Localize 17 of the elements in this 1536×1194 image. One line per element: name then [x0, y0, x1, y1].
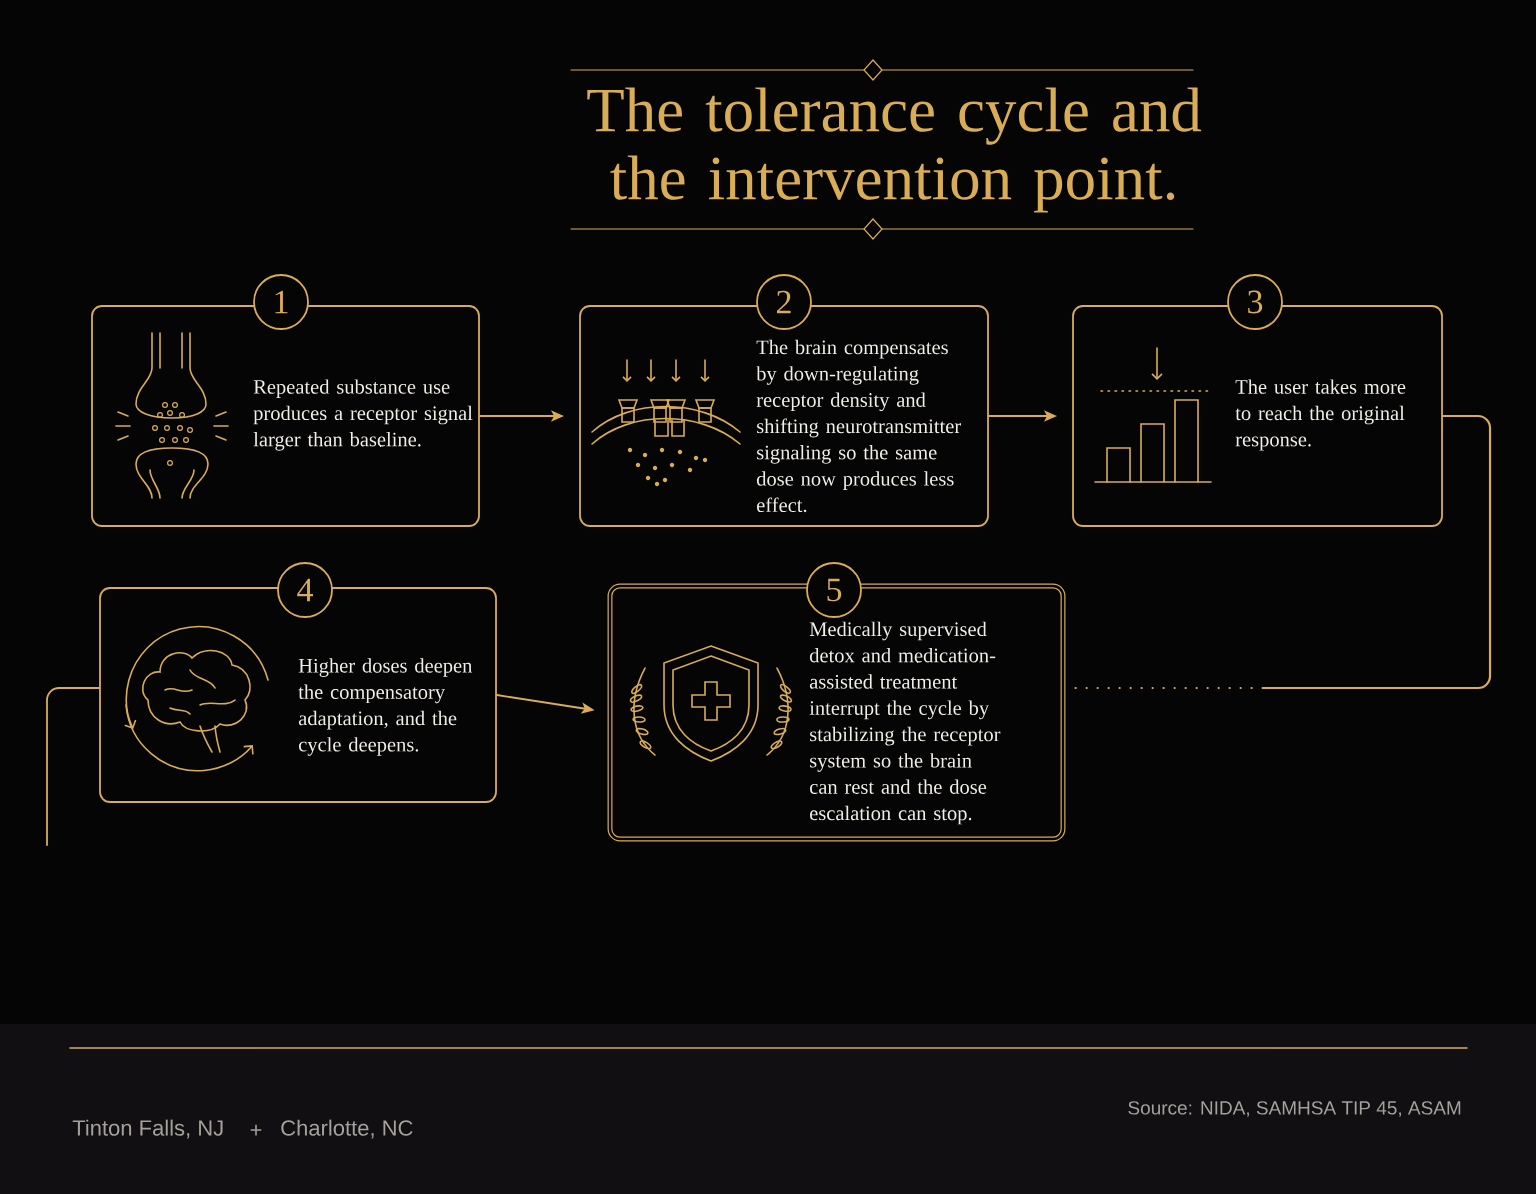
step-text: Higher doses deepen the compensatory adaptation, and the cycle deepens. [298, 658, 473, 756]
step-text: Repeated substance use produces a receptor signal larger than baseline. [253, 379, 473, 451]
title: The tolerance cycle and the intervention point. [587, 87, 1202, 213]
location-text: Tinton Falls, NJ [72, 1119, 223, 1139]
step-text: The brain compensates by down-regulating receptor density and shifting neurotransmitter signaling so the same dose now produces less effect. [756, 339, 961, 513]
step-number: 2 [756, 274, 812, 330]
step-number: 1 [253, 274, 309, 330]
step-number: 5 [806, 562, 862, 618]
location-text: Charlotte, NC [281, 1119, 413, 1139]
step-number: 4 [277, 562, 333, 618]
connector-line [46, 687, 100, 846]
connector-line [1074, 414, 1492, 690]
separator: + [250, 1124, 262, 1136]
source-note: Source: NIDA, SAMHSA TIP 45, ASAM [1128, 1101, 1461, 1117]
step-number: 3 [1227, 274, 1283, 330]
step-text: The user takes more to reach the original response. [1235, 379, 1406, 451]
step-text: Medically supervised detox and medication-assisted treatment interrupt the cycle by stabilizing the receptor system so the brain can rest and the dose escalation can stop. [809, 621, 1001, 825]
